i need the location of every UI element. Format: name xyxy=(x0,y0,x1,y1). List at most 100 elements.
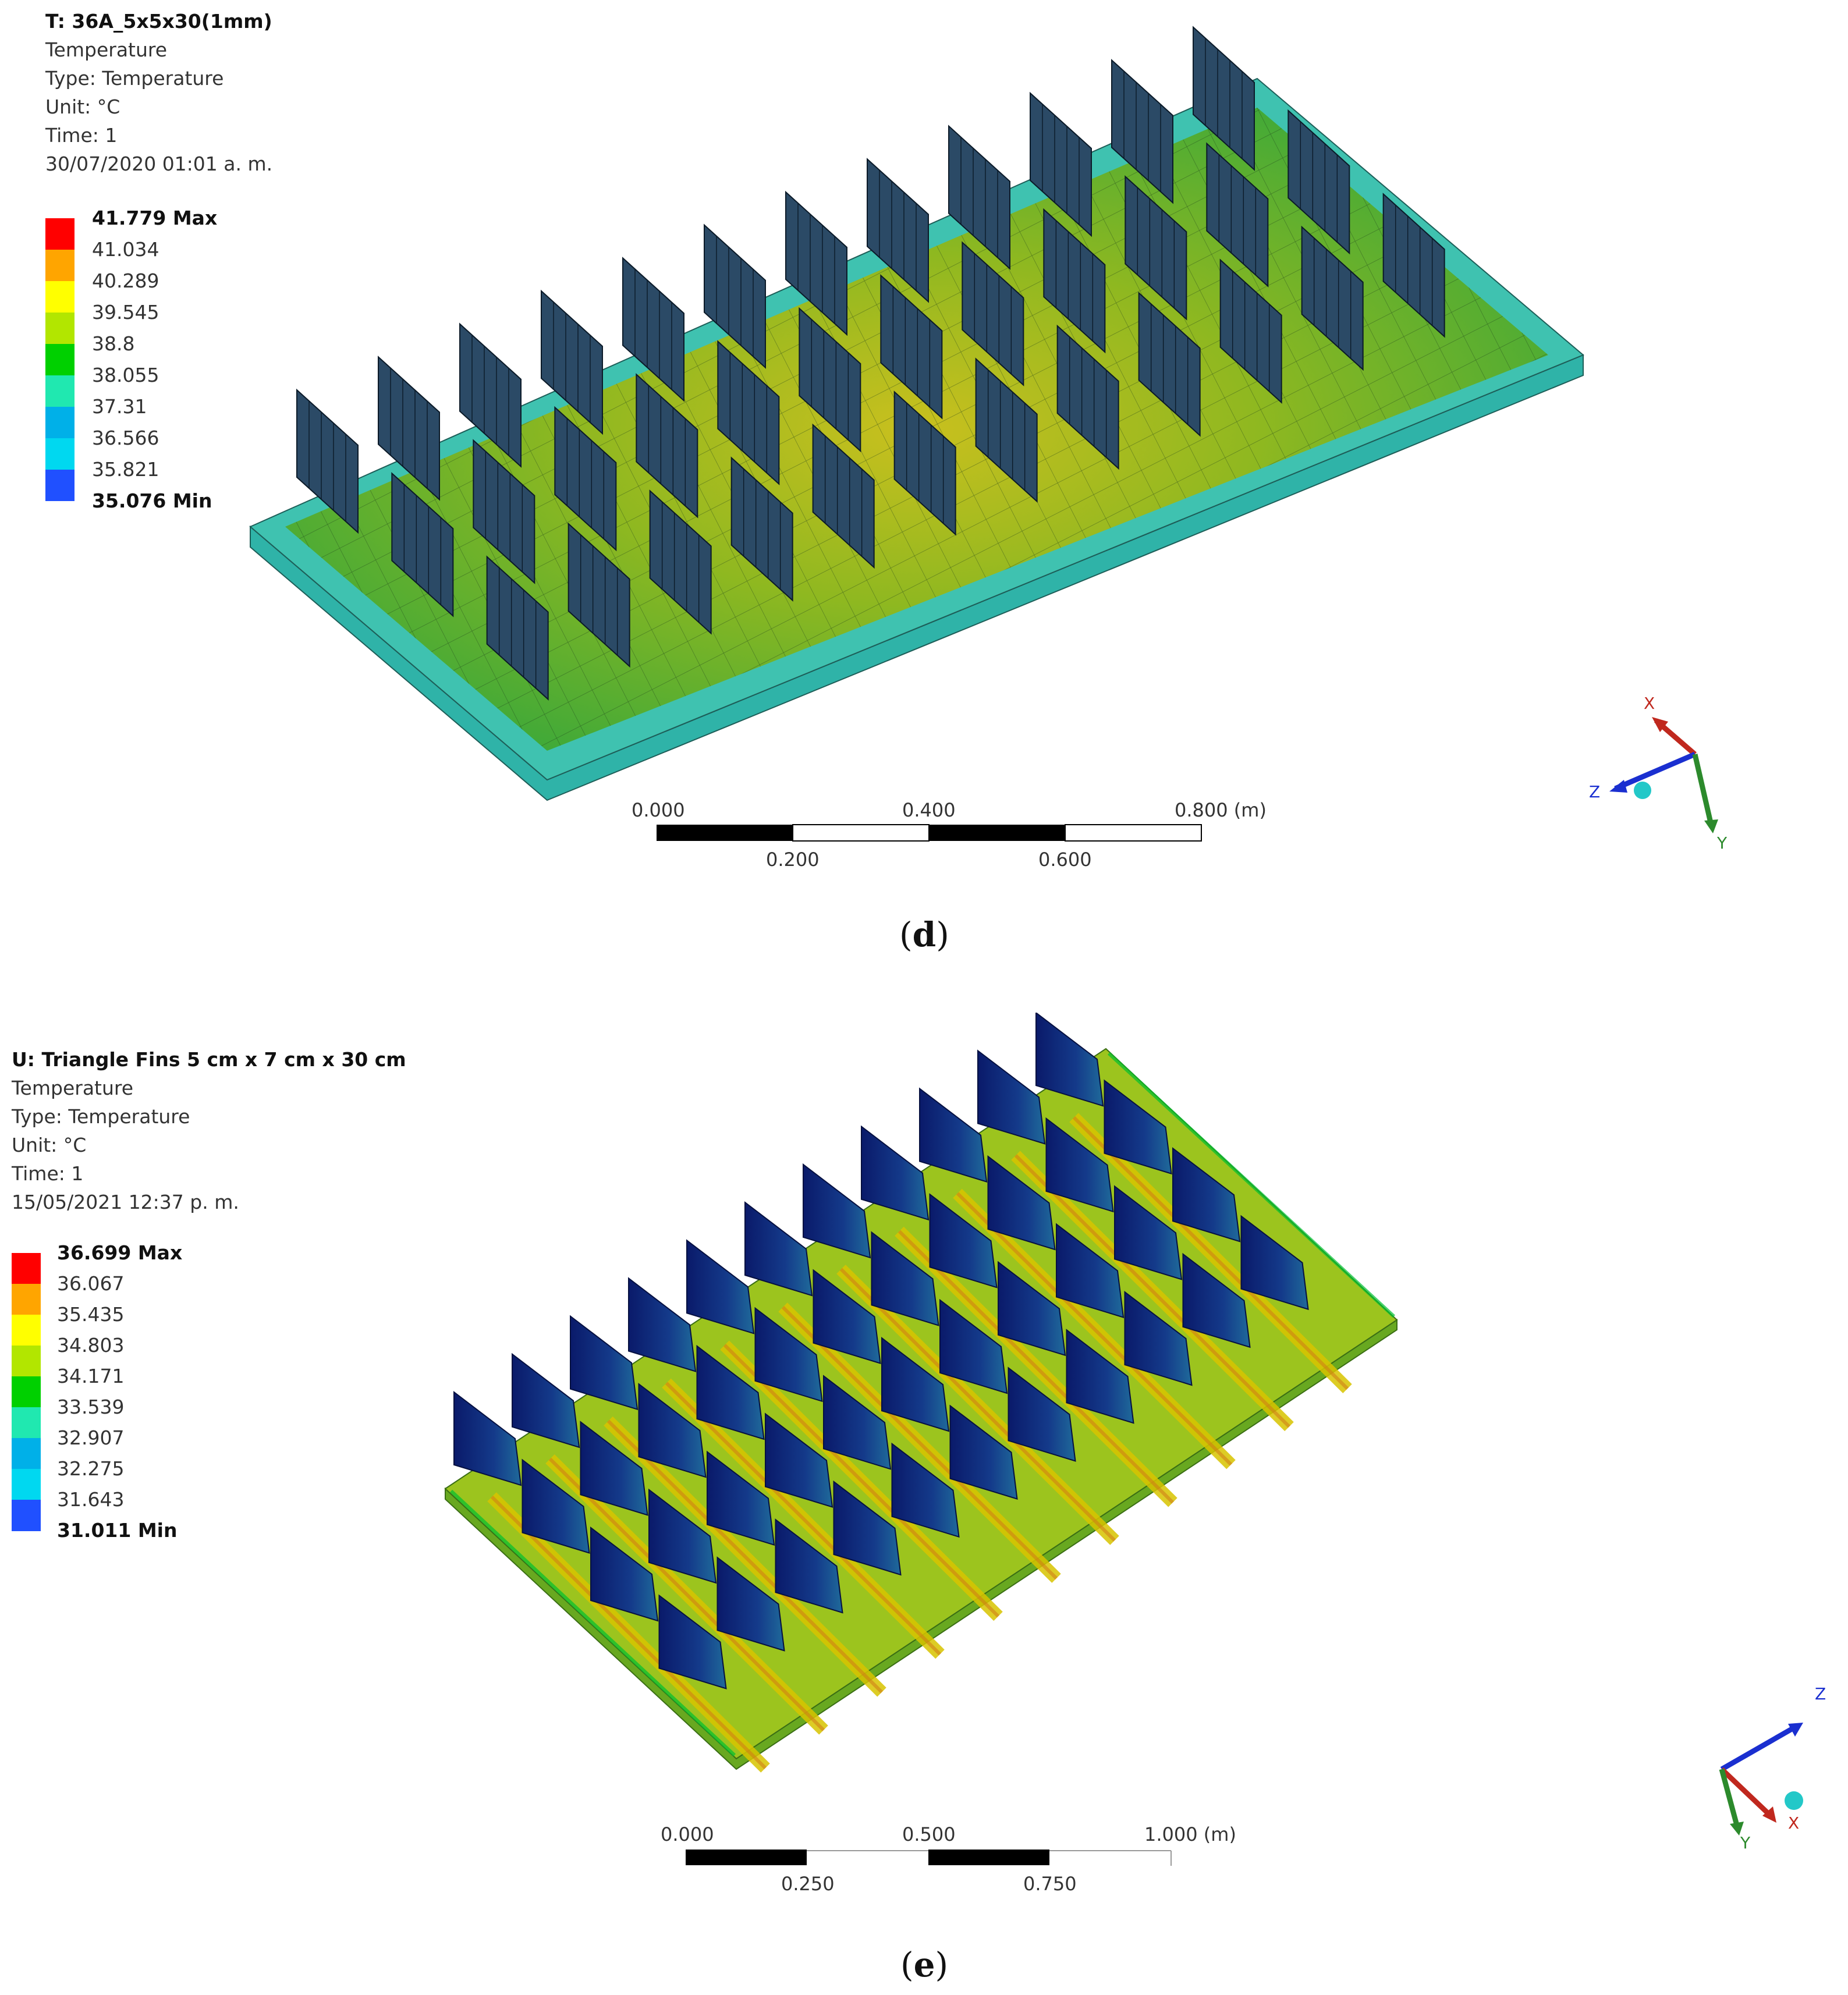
result-line-type-d: Type: Temperature xyxy=(45,67,224,90)
result-line-unit-e: Unit: °C xyxy=(12,1134,87,1156)
legend-label-e: 36.067 xyxy=(57,1272,125,1295)
triangle-fin-e xyxy=(871,1231,939,1326)
panel-caption-e: (e) xyxy=(900,1945,949,1985)
legend-label-d: 36.566 xyxy=(92,427,159,449)
result-info-d: T: 36A_5x5x30(1mm) Temperature Type: Tem… xyxy=(45,7,272,178)
fin-d xyxy=(622,257,684,402)
triangle-fin-e xyxy=(929,1193,998,1288)
hot-strips-e xyxy=(487,1113,1352,1773)
fin-d xyxy=(704,223,766,369)
legend-label-max-d: 41.779 Max xyxy=(92,207,218,229)
triangle-fin-e xyxy=(570,1315,639,1411)
legend-swatch-d xyxy=(45,438,75,470)
hot-strip-core-e xyxy=(1072,1116,1349,1390)
legend-swatch-e xyxy=(12,1376,41,1408)
result-line-date-e: 15/05/2021 12:37 p. m. xyxy=(12,1191,239,1213)
fin-d xyxy=(1382,193,1445,338)
result-line-quantity-e: Temperature xyxy=(12,1077,134,1099)
legend-label-d: 41.034 xyxy=(92,238,159,261)
legend-swatch-e xyxy=(12,1500,41,1531)
triangle-fin-e xyxy=(754,1307,823,1403)
triangle-fin-e xyxy=(628,1277,697,1372)
fin-d xyxy=(378,356,440,501)
fin-d xyxy=(1138,292,1201,437)
fin-d xyxy=(1219,258,1282,404)
legend-swatch-e xyxy=(12,1346,41,1377)
legend-swatch-e xyxy=(12,1253,41,1284)
color-legend-d: 41.779 Max 41.034 40.289 39.545 38.8 38.… xyxy=(45,207,278,521)
triangle-fin-e xyxy=(658,1594,727,1689)
result-line-type-e: Type: Temperature xyxy=(12,1105,190,1128)
fin-d xyxy=(1111,59,1173,204)
hot-strip-core-e xyxy=(956,1192,1233,1466)
triangle-fin-e xyxy=(939,1298,1008,1394)
legend-swatch-d xyxy=(45,407,75,438)
triangle-fin-e xyxy=(744,1201,813,1297)
triangle-fin-e xyxy=(813,1269,881,1364)
triangle-fin-e xyxy=(765,1412,833,1508)
triangle-fin-e xyxy=(881,1337,950,1432)
fin-d xyxy=(459,322,522,468)
legend-label-d: 39.545 xyxy=(92,301,159,324)
panel-e: U: Triangle Fins 5 cm x 7 cm x 30 cm Tem… xyxy=(0,1013,1848,1995)
hot-strip-core-e xyxy=(490,1495,767,1770)
legend-swatch-e xyxy=(12,1407,41,1439)
hot-strip-core-e xyxy=(1014,1154,1291,1428)
hot-strip-core-e xyxy=(548,1457,825,1731)
result-title-e: U: Triangle Fins 5 cm x 7 cm x 30 cm xyxy=(12,1048,406,1071)
fin-d xyxy=(554,406,617,552)
fin-d xyxy=(893,391,956,536)
fin-d xyxy=(296,388,359,534)
legend-label-d: 38.055 xyxy=(92,364,159,386)
triangle-fin-e xyxy=(590,1526,659,1622)
triangle-fin-e xyxy=(803,1163,871,1259)
fin-d xyxy=(486,555,549,701)
triangle-fin-e xyxy=(977,1049,1046,1145)
fin-d xyxy=(1287,109,1350,255)
triangle-fin-e xyxy=(580,1421,648,1516)
triangle-fin-e xyxy=(1008,1366,1076,1462)
fin-d xyxy=(812,423,875,569)
fin-d xyxy=(799,307,861,453)
triangle-fin-e xyxy=(775,1518,843,1614)
fin-d xyxy=(567,522,630,668)
triangle-fin-e xyxy=(919,1087,988,1183)
hot-strip-core-e xyxy=(723,1344,1000,1618)
triangle-fin-e xyxy=(1066,1329,1134,1424)
legend-label-e: 32.907 xyxy=(57,1426,125,1449)
legend-label-e: 35.435 xyxy=(57,1303,125,1326)
result-line-time-d: Time: 1 xyxy=(45,124,118,147)
hot-strip-core-e xyxy=(665,1382,942,1656)
fin-d xyxy=(730,456,793,602)
triangle-fin-e xyxy=(1104,1079,1172,1175)
legend-swatch-d xyxy=(45,375,75,407)
result-line-unit-d: Unit: °C xyxy=(45,95,120,118)
triangle-fin-e xyxy=(522,1458,590,1554)
triangle-fin-e xyxy=(717,1556,785,1652)
hot-strip-core-e xyxy=(898,1230,1175,1504)
fin-d xyxy=(1125,175,1187,321)
triangle-fin-e xyxy=(823,1375,892,1470)
fin-d xyxy=(1056,324,1119,470)
fin-d xyxy=(867,158,929,303)
triangle-fin-e xyxy=(1056,1223,1125,1318)
triangle-fin-e xyxy=(1182,1252,1251,1348)
fin-d xyxy=(1043,208,1106,354)
triangle-fin-e xyxy=(707,1450,775,1546)
triangle-fin-e xyxy=(861,1125,930,1221)
fin-array-e xyxy=(453,1013,1309,1689)
heatsink-model-d xyxy=(249,26,1584,801)
fin-d xyxy=(1193,26,1255,171)
fin-d xyxy=(717,340,780,485)
hot-strip-core-e xyxy=(781,1305,1058,1580)
triangle-fin-e xyxy=(696,1344,765,1440)
legend-label-d: 40.289 xyxy=(92,269,159,292)
triangle-fin-e xyxy=(1114,1185,1183,1280)
legend-label-min-d: 35.076 Min xyxy=(92,489,212,512)
triangle-fin-e xyxy=(686,1239,755,1334)
fin-d xyxy=(948,125,1010,270)
triangle-fin-e xyxy=(1124,1291,1193,1386)
panel-caption-d: (d) xyxy=(899,915,949,954)
result-line-time-e: Time: 1 xyxy=(12,1162,84,1185)
result-title-d: T: 36A_5x5x30(1mm) xyxy=(45,10,272,33)
